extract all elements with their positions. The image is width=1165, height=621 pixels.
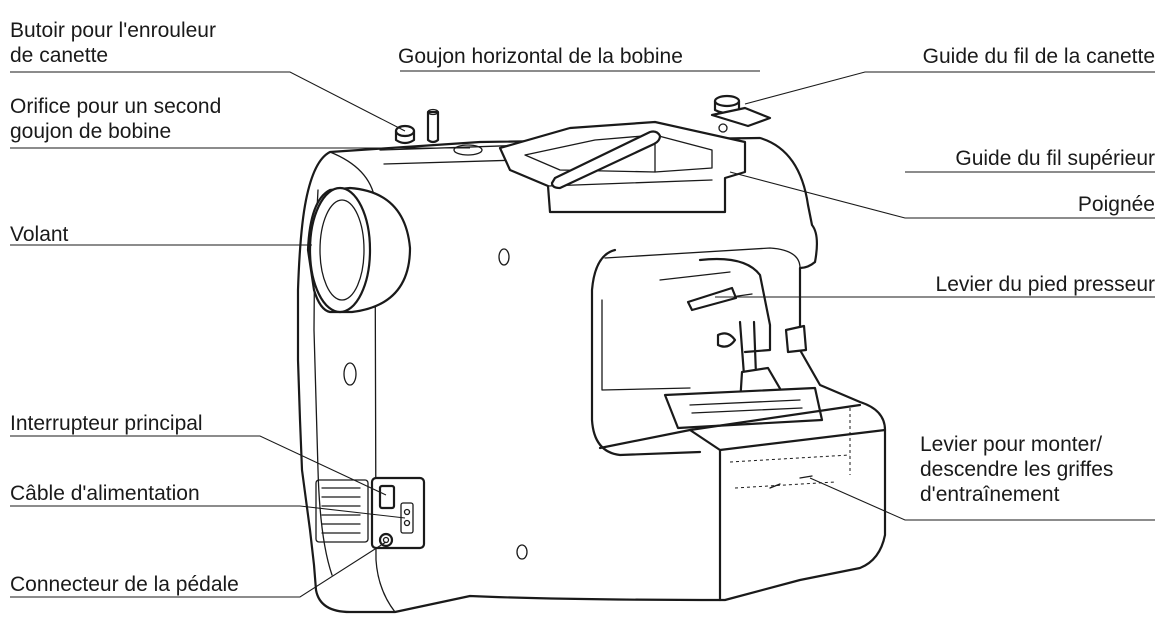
arm-and-head bbox=[590, 247, 887, 602]
label-feed-dog-lever-line3: d'entraînement bbox=[920, 483, 1060, 506]
label-upper-thread-guide: Guide du fil supérieur bbox=[955, 147, 1155, 170]
label-main-switch: Interrupteur principal bbox=[10, 412, 203, 435]
label-feed-dog-lever-line2: descendre les griffes bbox=[920, 458, 1114, 481]
side-details bbox=[315, 248, 528, 560]
label-power-cable: Câble d'alimentation bbox=[10, 482, 200, 505]
label-feed-dog-lever-line1: Levier pour monter/ bbox=[920, 433, 1103, 456]
label-handwheel: Volant bbox=[10, 223, 69, 246]
leader-foot-controller bbox=[10, 541, 387, 598]
leader-bobbin-winder-stopper bbox=[10, 71, 406, 132]
leader-bobbin-thread-guide bbox=[744, 71, 1155, 105]
label-second-spool-hole: Orifice pour un second goujon de bobine bbox=[10, 94, 221, 144]
label-foot-controller-jack: Connecteur de la pédale bbox=[10, 573, 239, 596]
label-presser-foot-lever: Levier du pied presseur bbox=[935, 273, 1155, 296]
label-bobbin-winder-stopper: Butoir pour l'enrouleur de canette bbox=[10, 18, 216, 68]
label-second-spool-hole-line1: Orifice pour un second bbox=[10, 95, 222, 118]
leader-main-switch bbox=[10, 435, 387, 496]
label-handle: Poignée bbox=[1077, 193, 1155, 216]
label-bobbin-winder-stopper-line2: de canette bbox=[10, 44, 109, 67]
leader-power-cable bbox=[10, 505, 406, 519]
leader-lines bbox=[10, 70, 1155, 598]
label-second-spool-hole-line2: goujon de bobine bbox=[10, 120, 172, 143]
leader-handle bbox=[729, 171, 1155, 219]
label-horizontal-spool-pin: Goujon horizontal de la bobine bbox=[398, 45, 683, 68]
handwheel-drawing bbox=[306, 186, 412, 314]
label-bobbin-thread-guide: Guide du fil de la canette bbox=[922, 45, 1155, 68]
top-parts bbox=[394, 94, 772, 214]
leader-feed-dog-lever bbox=[809, 477, 1155, 521]
label-feed-dog-lever: Levier pour monter/ descendre les griffe… bbox=[920, 432, 1113, 507]
label-bobbin-winder-stopper-line1: Butoir pour l'enrouleur bbox=[10, 19, 216, 42]
